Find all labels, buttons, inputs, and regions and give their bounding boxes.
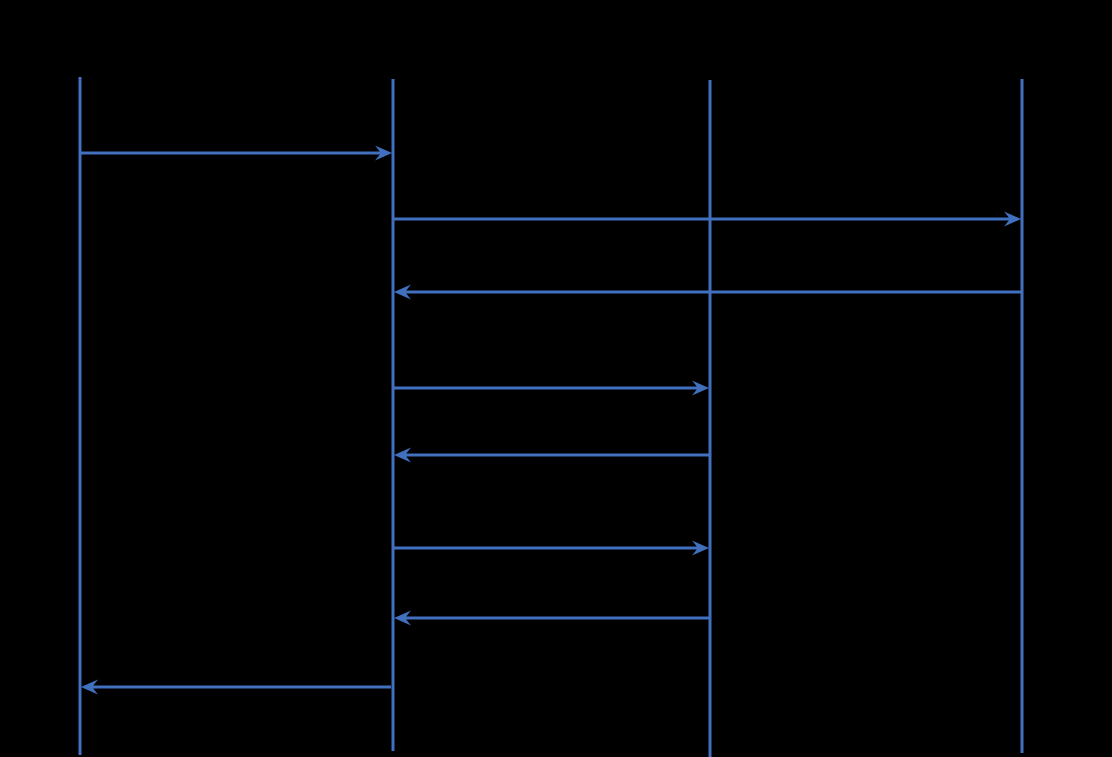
message-arrow-4-arrowhead-icon	[692, 380, 709, 396]
message-arrow-8-arrowhead-icon	[81, 679, 98, 695]
message-arrow-1-arrowhead-icon	[375, 145, 392, 161]
message-arrow-6-arrowhead-icon	[692, 540, 709, 556]
message-arrow-7-arrowhead-icon	[394, 610, 411, 626]
message-arrow-2-arrowhead-icon	[1004, 211, 1021, 227]
message-arrow-3-arrowhead-icon	[394, 284, 411, 300]
message-arrow-5-arrowhead-icon	[394, 447, 411, 463]
